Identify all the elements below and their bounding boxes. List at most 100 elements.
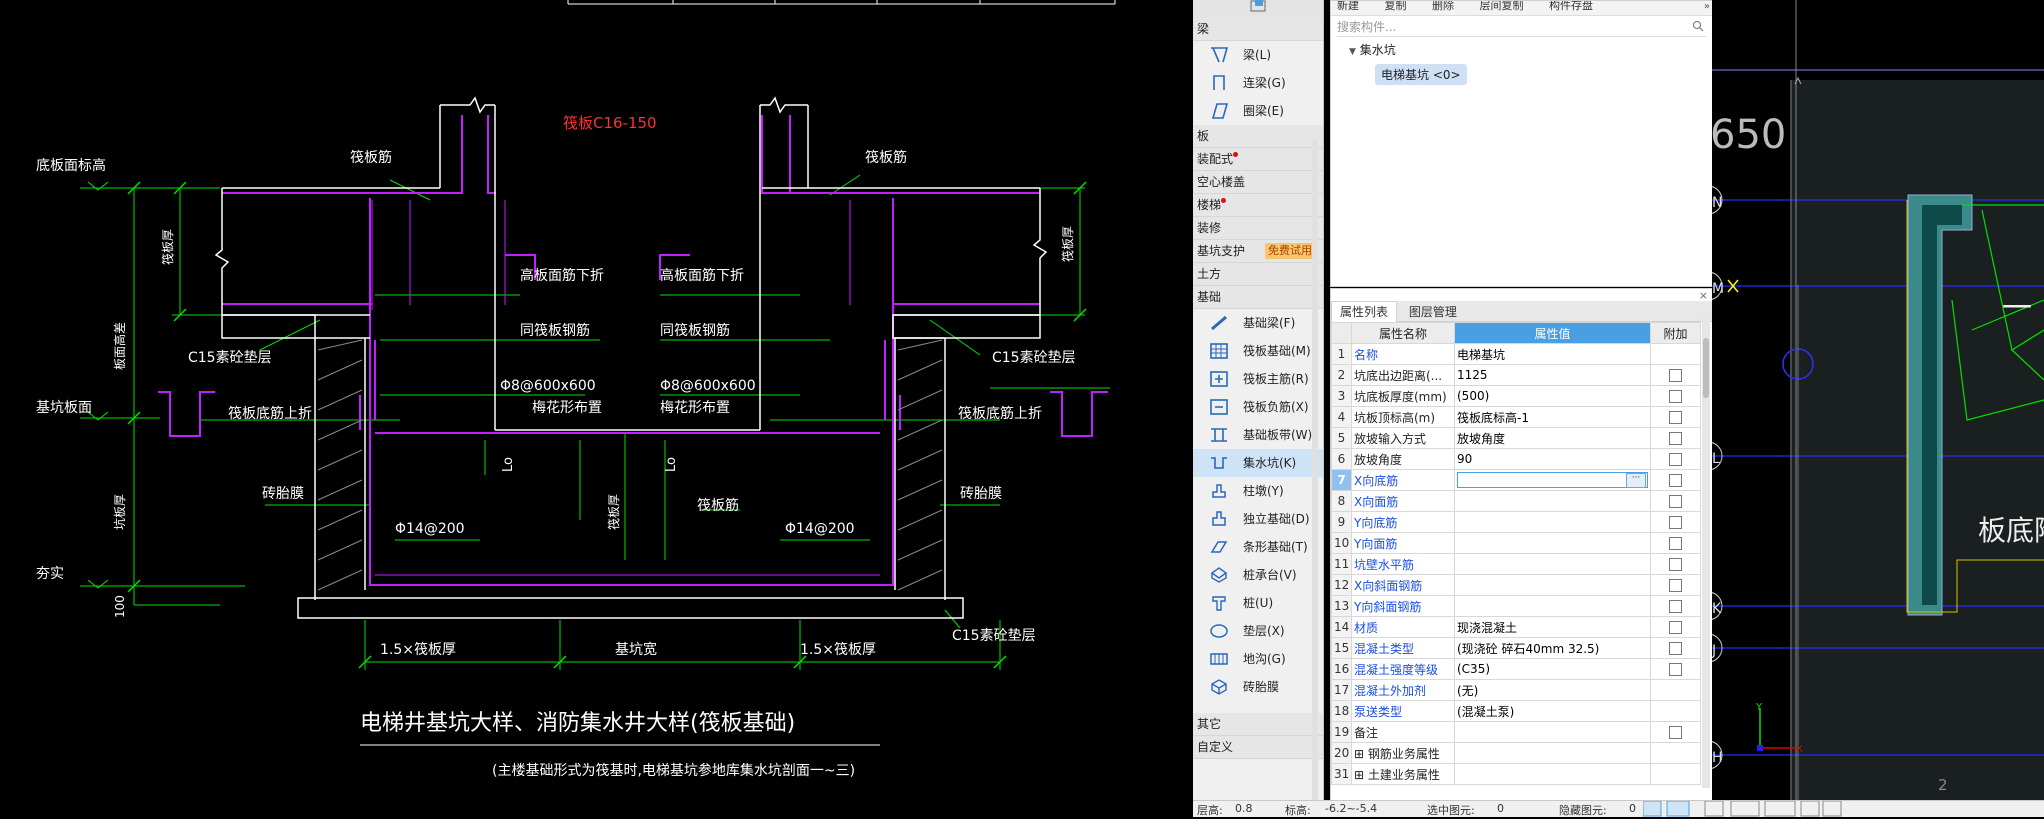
nav-item-foundation-beam[interactable]: 基础梁(F) bbox=[1193, 309, 1323, 337]
extra-checkbox[interactable] bbox=[1669, 516, 1682, 529]
nav-cat-custom[interactable]: 自定义 bbox=[1193, 736, 1323, 759]
ellipsis-button[interactable]: ··· bbox=[1626, 473, 1646, 488]
nav-item-foundation-strip[interactable]: 基础板带(W) bbox=[1193, 421, 1323, 449]
nav-cat-stair[interactable]: 楼梯 bbox=[1193, 194, 1323, 217]
extra-checkbox[interactable] bbox=[1669, 558, 1682, 571]
table-row[interactable]: 31⊞ 土建业务属性 bbox=[1331, 763, 1701, 785]
layer-copy-button[interactable]: 层间复制 bbox=[1479, 1, 1524, 12]
free-trial-badge[interactable]: 免费试用 bbox=[1265, 243, 1315, 259]
nav-item-isolated-footing[interactable]: 独立基础(D) bbox=[1193, 505, 1323, 533]
extra-checkbox[interactable] bbox=[1669, 411, 1682, 424]
nav-cat-beam[interactable]: 梁 bbox=[1193, 18, 1323, 41]
nav-cat-support[interactable]: 基坑支护免费试用 bbox=[1193, 240, 1323, 263]
extra-checkbox[interactable] bbox=[1669, 369, 1682, 382]
tab-property-list[interactable]: 属性列表 bbox=[1331, 301, 1398, 322]
expand-icon[interactable]: ⊞ bbox=[1354, 746, 1368, 761]
property-value[interactable]: ··· bbox=[1454, 469, 1651, 491]
save-component-button[interactable]: 构件存盘 bbox=[1549, 1, 1593, 12]
tree-node-elevator-pit[interactable]: 电梯基坑 <0> bbox=[1375, 64, 1467, 85]
property-value[interactable] bbox=[1454, 553, 1651, 575]
property-value[interactable]: 90 bbox=[1454, 448, 1651, 470]
copy-button[interactable]: 复制 bbox=[1384, 1, 1407, 12]
nav-item-trench[interactable]: 地沟(G) bbox=[1193, 645, 1323, 673]
property-value[interactable]: (混凝土泵) bbox=[1454, 700, 1651, 722]
property-value[interactable]: 1125 bbox=[1454, 364, 1651, 386]
new-button[interactable]: 新建 bbox=[1337, 1, 1359, 12]
extra-checkbox[interactable] bbox=[1669, 621, 1682, 634]
property-value[interactable]: 筏板底标高-1 bbox=[1454, 406, 1651, 428]
property-value[interactable]: (现浇砼 碎石40mm 32.5) bbox=[1454, 637, 1651, 659]
delete-button[interactable]: 删除 bbox=[1432, 1, 1454, 12]
collapse-icon[interactable]: ▼ bbox=[1349, 47, 1356, 57]
extra-checkbox[interactable] bbox=[1669, 390, 1682, 403]
extra-checkbox[interactable] bbox=[1669, 600, 1682, 613]
extra-checkbox[interactable] bbox=[1669, 495, 1682, 508]
property-value[interactable] bbox=[1454, 574, 1651, 596]
status-tool-icons[interactable] bbox=[1643, 801, 1843, 817]
table-row[interactable]: 20⊞ 钢筋业务属性 bbox=[1331, 742, 1701, 764]
property-value[interactable] bbox=[1454, 721, 1651, 743]
property-value[interactable] bbox=[1454, 763, 1651, 785]
property-value[interactable]: 电梯基坑 bbox=[1454, 343, 1651, 365]
property-value[interactable]: (无) bbox=[1454, 679, 1651, 701]
property-value[interactable] bbox=[1454, 742, 1651, 764]
nav-item-strip-footing[interactable]: 条形基础(T) bbox=[1193, 533, 1323, 561]
nav-item-sump-pit[interactable]: 集水坑(K) bbox=[1193, 449, 1323, 477]
nav-item-beam[interactable]: 梁(L) bbox=[1193, 41, 1323, 69]
nav-item-ring-beam[interactable]: 圈梁(E) bbox=[1193, 97, 1323, 125]
property-value[interactable] bbox=[1454, 511, 1651, 533]
search-input[interactable]: 搜索构件... bbox=[1337, 18, 1706, 37]
extra-checkbox[interactable] bbox=[1669, 453, 1682, 466]
property-value[interactable]: (C35) bbox=[1454, 658, 1651, 680]
tab-layer-manage[interactable]: 图层管理 bbox=[1408, 305, 1457, 319]
nav-item-pile[interactable]: 桩(U) bbox=[1193, 589, 1323, 617]
property-value[interactable]: (500) bbox=[1454, 385, 1651, 407]
close-icon[interactable]: × bbox=[1698, 289, 1708, 302]
nav-cat-other[interactable]: 其它 bbox=[1193, 713, 1323, 736]
property-value[interactable] bbox=[1454, 595, 1651, 617]
expand-icon[interactable]: ⊞ bbox=[1354, 767, 1368, 782]
nav-item-column-pier[interactable]: 柱墩(Y) bbox=[1193, 477, 1323, 505]
nav-item-coupling-beam[interactable]: 连梁(G) bbox=[1193, 69, 1323, 97]
extra-checkbox[interactable] bbox=[1669, 537, 1682, 550]
property-edit-input[interactable]: ··· bbox=[1457, 472, 1648, 488]
nav-cat-earth[interactable]: 土方 bbox=[1193, 263, 1323, 286]
property-value[interactable] bbox=[1454, 532, 1651, 554]
nav-cat-slab[interactable]: 板 bbox=[1193, 125, 1323, 148]
extra-checkbox[interactable] bbox=[1669, 642, 1682, 655]
scroll-thumb[interactable] bbox=[1703, 338, 1709, 398]
nav-cat-decor[interactable]: 装修 bbox=[1193, 217, 1323, 240]
nav-cat-foundation[interactable]: 基础 bbox=[1193, 286, 1323, 309]
extra-checkbox[interactable] bbox=[1669, 579, 1682, 592]
extra-checkbox[interactable] bbox=[1669, 474, 1682, 487]
nav-cat-assembly[interactable]: 装配式 bbox=[1193, 148, 1323, 171]
property-value[interactable] bbox=[1454, 490, 1651, 512]
nav-item-raft-main-rebar[interactable]: 筏板主筋(R) bbox=[1193, 365, 1323, 393]
extra-checkbox[interactable] bbox=[1669, 726, 1682, 739]
more-icon[interactable]: » bbox=[1703, 1, 1710, 12]
cad-canvas-right[interactable]: N M L K J H 650 板底附加 一 2 Y X bbox=[1712, 0, 2044, 800]
nav-scrollbar[interactable] bbox=[1312, 140, 1318, 800]
nav-item-cushion[interactable]: 垫层(X) bbox=[1193, 617, 1323, 645]
property-value[interactable]: 放坡角度 bbox=[1454, 427, 1651, 449]
cad-canvas-left[interactable]: 筏板C16-150 底板面标高 基坑板面 夯实 C15素砼垫层 C15素砼垫层 … bbox=[0, 0, 1193, 816]
extra-checkbox[interactable] bbox=[1669, 432, 1682, 445]
